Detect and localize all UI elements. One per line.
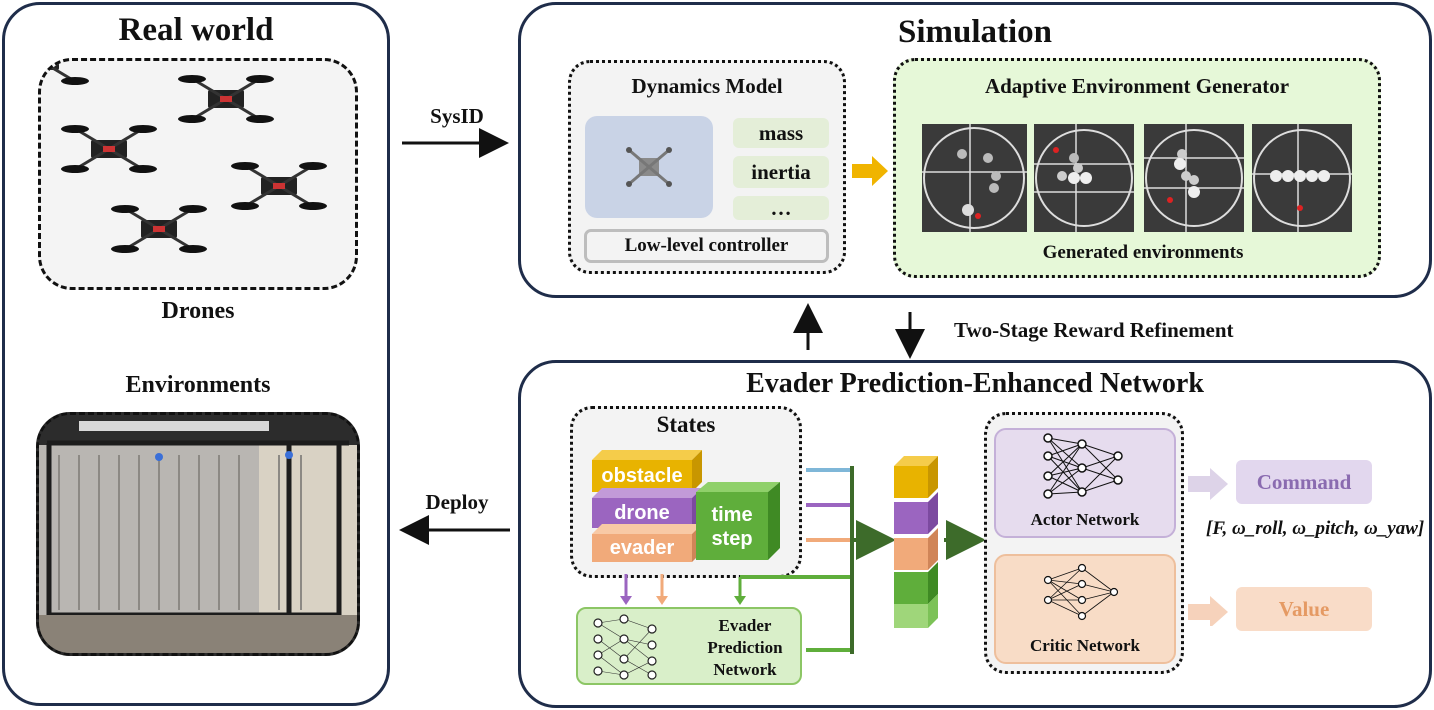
- feature-stack: [894, 456, 938, 628]
- env-image-3: [1144, 124, 1244, 232]
- actor-network-label: Actor Network: [1030, 510, 1140, 529]
- low-level-controller-box: Low-level controller: [584, 229, 829, 263]
- generated-environment-images: [922, 124, 1352, 232]
- command-output: Command: [1236, 460, 1372, 504]
- evader-prediction-network-label: Evader Prediction Network: [707, 616, 783, 679]
- value-output: Value: [1236, 587, 1372, 631]
- param-ellipsis: …: [733, 196, 829, 220]
- drones-photo: [38, 58, 358, 290]
- time-step-block-label: time step: [711, 504, 753, 550]
- obstacle-block-label: obstacle: [601, 464, 683, 487]
- critic-network-label: Critic Network: [1030, 636, 1140, 655]
- value-arrow-icon: [1188, 596, 1228, 626]
- drone-model-render: [585, 116, 713, 218]
- drones-label: Drones: [161, 298, 235, 324]
- environments-label: Environments: [125, 372, 271, 398]
- critic-network-box: Critic Network: [994, 554, 1176, 664]
- lab-room-illustration: [39, 415, 357, 653]
- evader-block-label: evader: [609, 536, 675, 559]
- evader-prediction-network-box: Evader Prediction Network: [576, 607, 802, 685]
- actor-network-box: Actor Network: [994, 428, 1176, 538]
- command-arrow-icon: [1188, 468, 1228, 500]
- yellow-arrow-icon: [852, 156, 888, 186]
- dynamics-model-title: Dynamics Model: [631, 74, 783, 98]
- reward-refinement-label: Two-Stage Reward Refinement: [954, 318, 1234, 342]
- critic-net-icon: [1043, 563, 1119, 621]
- deploy-label: Deploy: [425, 490, 489, 514]
- generated-environments-caption: Generated environments: [1042, 242, 1244, 263]
- states-title: States: [656, 412, 716, 437]
- output-arrows: [1188, 468, 1228, 626]
- actor-net-icon: [1043, 433, 1123, 499]
- environment-photo: [36, 412, 360, 656]
- env-image-1: [922, 124, 1027, 232]
- prediction-net-icon: [593, 614, 657, 680]
- simulation-title: Simulation: [897, 14, 1053, 50]
- drone-render-icon: [626, 147, 672, 187]
- env-image-2: [1034, 124, 1134, 232]
- drone-block-label: drone: [614, 501, 670, 524]
- real-world-title: Real world: [118, 12, 274, 48]
- sysid-label: SysID: [430, 104, 484, 128]
- low-level-controller-label: Low-level controller: [624, 235, 789, 256]
- param-mass: mass: [733, 118, 829, 148]
- param-inertia: inertia: [733, 156, 829, 188]
- command-formula: [F, ω_roll, ω_pitch, ω_yaw]: [1206, 518, 1425, 539]
- state-blocks: [592, 450, 780, 562]
- env-image-4: [1252, 124, 1352, 232]
- generator-title: Adaptive Environment Generator: [984, 74, 1290, 98]
- network-title: Evader Prediction-Enhanced Network: [746, 368, 1204, 399]
